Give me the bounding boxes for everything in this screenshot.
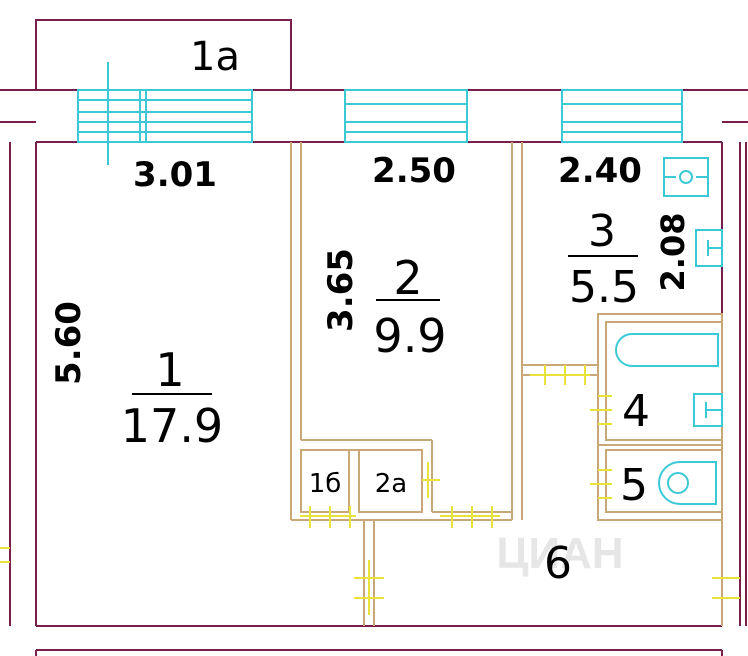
- room-1-area: 17.9: [121, 399, 223, 453]
- dim-room2-depth: 3.65: [321, 248, 361, 332]
- dim-room1-depth: 5.60: [49, 301, 89, 385]
- window-2: [344, 89, 468, 143]
- washbasin-icon: [693, 393, 723, 427]
- balcony-outline: [35, 19, 292, 90]
- dim-room2-width: 2.50: [372, 151, 456, 191]
- dim-room3-width: 2.40: [558, 151, 642, 191]
- room-1b-number: 1б: [309, 469, 342, 499]
- room-2-area: 9.9: [373, 309, 446, 363]
- room-2-label: 2 9.9: [373, 251, 446, 363]
- watermark: ЦИАН: [496, 529, 623, 578]
- room-1-label: 1 17.9: [121, 343, 223, 453]
- window-3: [561, 89, 683, 143]
- balcony: 1а: [35, 19, 292, 90]
- sink-icon: [695, 229, 723, 267]
- room-2-number: 2: [393, 251, 422, 305]
- wc-inner: [605, 449, 723, 513]
- window-1: [77, 62, 253, 165]
- dimensions: 3.01 2.50 2.40 5.60 3.65 2.08: [49, 151, 692, 385]
- room-2a-number: 2а: [375, 469, 407, 499]
- room-1-number: 1: [155, 343, 184, 397]
- room-4-number: 4: [622, 386, 650, 437]
- closet-1b: [300, 449, 350, 513]
- room-3-area: 5.5: [569, 262, 639, 313]
- room-5-number: 5: [620, 460, 648, 511]
- bath-inner: [605, 321, 723, 441]
- door-marks: [0, 365, 740, 615]
- windows: [77, 62, 683, 165]
- toilet-icon: [658, 461, 717, 505]
- room-3-number: 3: [588, 206, 616, 257]
- interior-walls: [290, 142, 723, 626]
- room-labels: 1 17.9 2 9.9 3 5.5 4 5 6 1б 2а: [121, 206, 650, 589]
- dim-room1-width: 3.01: [133, 155, 217, 195]
- dim-room3-depth: 2.08: [654, 213, 692, 292]
- balcony-label: 1а: [190, 34, 240, 80]
- stove-icon: [663, 157, 709, 197]
- fixtures: [615, 157, 723, 505]
- bathtub-icon: [615, 333, 719, 367]
- room-3-label: 3 5.5: [568, 206, 639, 313]
- room-6-number: 6: [544, 538, 572, 589]
